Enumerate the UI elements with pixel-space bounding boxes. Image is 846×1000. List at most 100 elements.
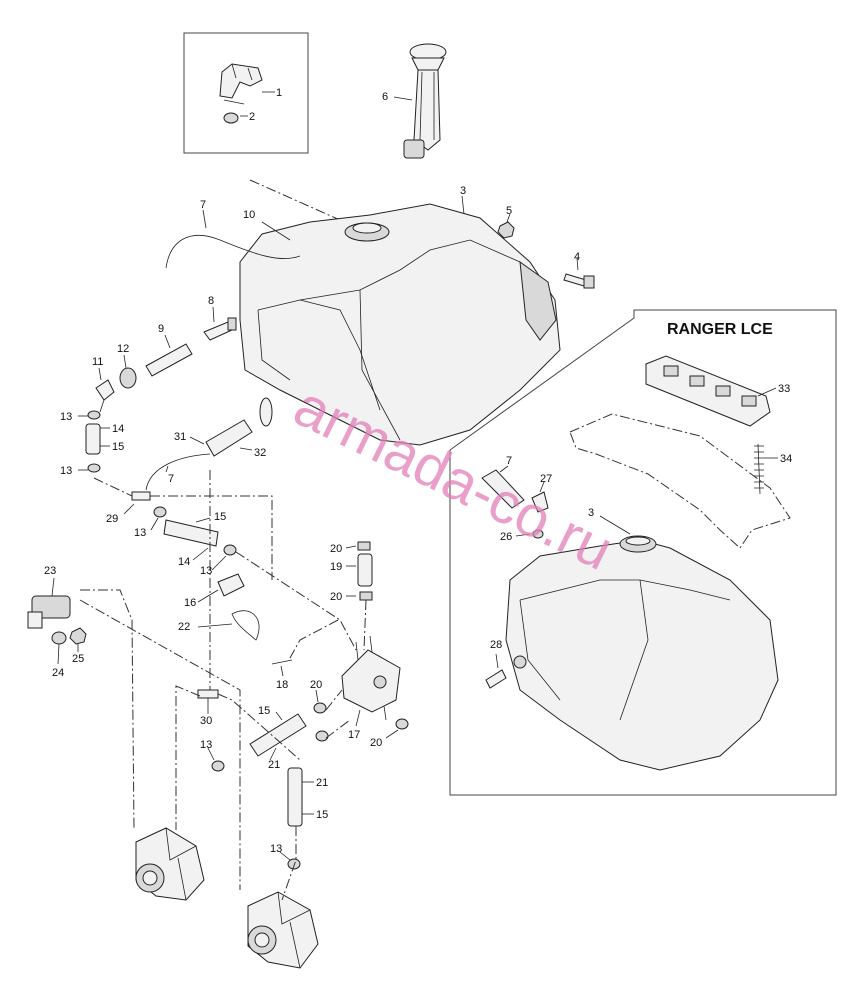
carburetor-right — [247, 891, 319, 969]
inset-title: RANGER LCE — [667, 321, 773, 338]
hose-clamp — [287, 858, 301, 870]
callout-1: 1 — [276, 87, 282, 99]
callout-7-inset: 7 — [506, 455, 512, 467]
screw — [563, 273, 595, 289]
detail-inset-box — [183, 32, 309, 154]
callout-13-d: 13 — [200, 565, 212, 577]
hose-clamp — [357, 541, 371, 551]
hose-clamp — [87, 410, 101, 420]
primer-tube — [145, 453, 211, 491]
callout-17: 17 — [348, 729, 360, 741]
callout-11: 11 — [92, 356, 103, 368]
elbow-fitting — [95, 379, 115, 413]
callout-6: 6 — [382, 91, 388, 103]
callout-18: 18 — [276, 679, 288, 691]
callout-20-b: 20 — [330, 591, 342, 603]
callout-19: 19 — [330, 561, 342, 573]
washer — [51, 631, 67, 645]
tee-fitting — [197, 689, 219, 699]
callout-20-c: 20 — [310, 679, 322, 691]
callout-13-b: 13 — [60, 465, 72, 477]
callout-30: 30 — [200, 715, 212, 727]
callout-15-c: 15 — [258, 705, 270, 717]
carburetor-left — [135, 827, 205, 901]
hose-clamp — [359, 591, 373, 601]
fuel-filter-hose — [145, 343, 193, 377]
hose-clamp — [211, 760, 225, 772]
fuel-hose-ribbed — [249, 713, 307, 757]
hose-clamp — [313, 702, 327, 714]
nut — [69, 627, 87, 645]
callout-4: 4 — [574, 251, 580, 263]
tension-spring — [754, 443, 764, 495]
callout-15-a: 15 — [112, 441, 124, 453]
callout-21-b: 21 — [316, 777, 328, 789]
callout-8: 8 — [208, 295, 214, 307]
callout-33: 33 — [778, 383, 790, 395]
callout-15-d: 15 — [316, 809, 328, 821]
callout-25: 25 — [72, 653, 84, 665]
callout-23: 23 — [44, 565, 56, 577]
fuel-tank-ranger-lce — [505, 535, 779, 771]
callout-3-inset: 3 — [588, 507, 594, 519]
callout-28: 28 — [490, 639, 502, 651]
mounting-bracket-outline — [569, 413, 791, 549]
callout-29: 29 — [106, 513, 118, 525]
callout-2: 2 — [249, 111, 255, 123]
primer-pump — [205, 397, 273, 457]
callout-27: 27 — [540, 473, 552, 485]
callout-24: 24 — [52, 667, 64, 679]
callout-10: 10 — [243, 209, 255, 221]
ranger-lce-inset-box — [449, 309, 837, 796]
retaining-clip — [231, 610, 260, 641]
hose-clamp — [395, 718, 409, 730]
callout-16: 16 — [184, 597, 196, 609]
callout-15-b: 15 — [214, 511, 226, 523]
callout-7-mid: 7 — [168, 473, 174, 485]
vent-tube-top — [165, 235, 301, 269]
tee-fitting — [131, 491, 151, 501]
heat-shield-plate — [645, 355, 771, 427]
callout-31: 31 — [174, 431, 186, 443]
callout-20-d: 20 — [370, 737, 382, 749]
fuel-pump — [341, 635, 401, 721]
vent-valve — [532, 529, 544, 539]
stud — [485, 669, 507, 689]
hose-clamp — [153, 506, 167, 518]
callout-9: 9 — [158, 323, 164, 335]
callout-13-e: 13 — [200, 739, 212, 751]
vent-tube-inset — [481, 469, 525, 509]
callout-13-c: 13 — [134, 527, 146, 539]
callout-21-a: 21 — [268, 759, 280, 771]
hose-clamp — [87, 463, 101, 473]
callout-26: 26 — [500, 531, 512, 543]
callout-14-a: 14 — [112, 423, 124, 435]
callout-13-f: 13 — [270, 843, 282, 855]
callout-34: 34 — [780, 453, 792, 465]
callout-12: 12 — [117, 343, 129, 355]
callout-3: 3 — [460, 185, 466, 197]
callout-14-b: 14 — [178, 556, 190, 568]
fuel-hose-ribbed — [163, 519, 219, 547]
hose — [357, 553, 373, 587]
hose-clamp — [315, 730, 329, 742]
nut — [497, 221, 515, 239]
callout-7-top: 7 — [200, 199, 206, 211]
callout-5: 5 — [506, 205, 512, 217]
callout-20-a: 20 — [330, 543, 342, 555]
fuel-level-sender — [403, 43, 447, 159]
fuel-filter — [119, 367, 137, 389]
hose — [85, 423, 101, 455]
pump-screw — [271, 659, 293, 665]
callout-22: 22 — [178, 621, 190, 633]
fuel-sensor-bracket — [219, 63, 263, 105]
fuel-tank — [239, 203, 561, 446]
vent-fitting — [531, 491, 549, 513]
grommet — [223, 112, 239, 124]
fuel-fitting — [203, 317, 237, 341]
callout-32: 32 — [254, 447, 266, 459]
callout-13-a: 13 — [60, 411, 72, 423]
bracket — [217, 573, 245, 597]
ignition-switch — [27, 595, 71, 629]
